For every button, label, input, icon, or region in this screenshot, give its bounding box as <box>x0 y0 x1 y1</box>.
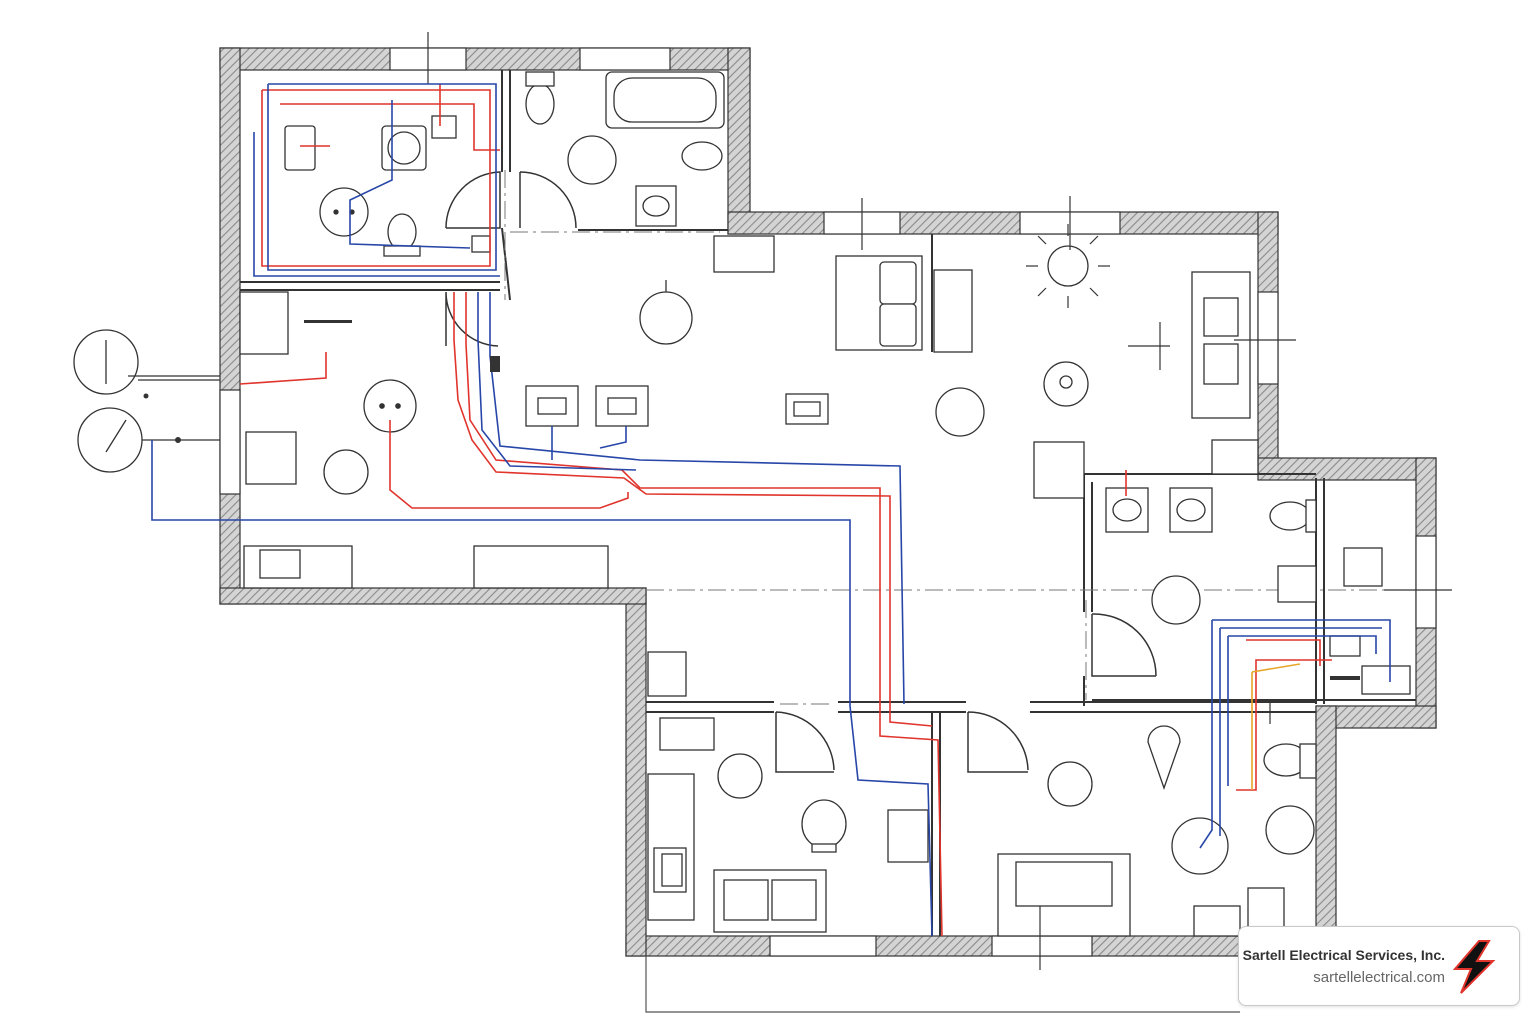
company-website[interactable]: sartellelectrical.com <box>1313 969 1445 986</box>
toilet-icon <box>387 213 417 251</box>
centerlines <box>504 170 1452 705</box>
wall-ticks <box>427 32 1452 970</box>
junction-markers <box>143 320 1360 680</box>
fixtures <box>239 71 1411 937</box>
lightning-bolt-icon <box>1452 940 1496 994</box>
sun-fixture-icon <box>1047 245 1089 287</box>
panel-box <box>284 125 316 171</box>
fixture-rays <box>1026 224 1170 370</box>
company-logo-card: Sartell Electrical Services, Inc. sartel… <box>1238 926 1520 1006</box>
receptacle-circle <box>319 187 369 237</box>
foundation-outline <box>645 956 1240 1013</box>
service-entrance <box>73 329 220 473</box>
ceiling-fixture-icon <box>717 753 763 799</box>
transformer-circle <box>77 407 143 473</box>
company-name: Sartell Electrical Services, Inc. <box>1242 947 1445 963</box>
door-swings <box>445 171 1157 773</box>
neutral-wires <box>151 83 1391 937</box>
ground-wires <box>1251 663 1301 790</box>
utility-meter-circle <box>73 329 139 395</box>
pendant-light-icon <box>639 291 693 345</box>
hot-wires <box>239 84 1332 937</box>
